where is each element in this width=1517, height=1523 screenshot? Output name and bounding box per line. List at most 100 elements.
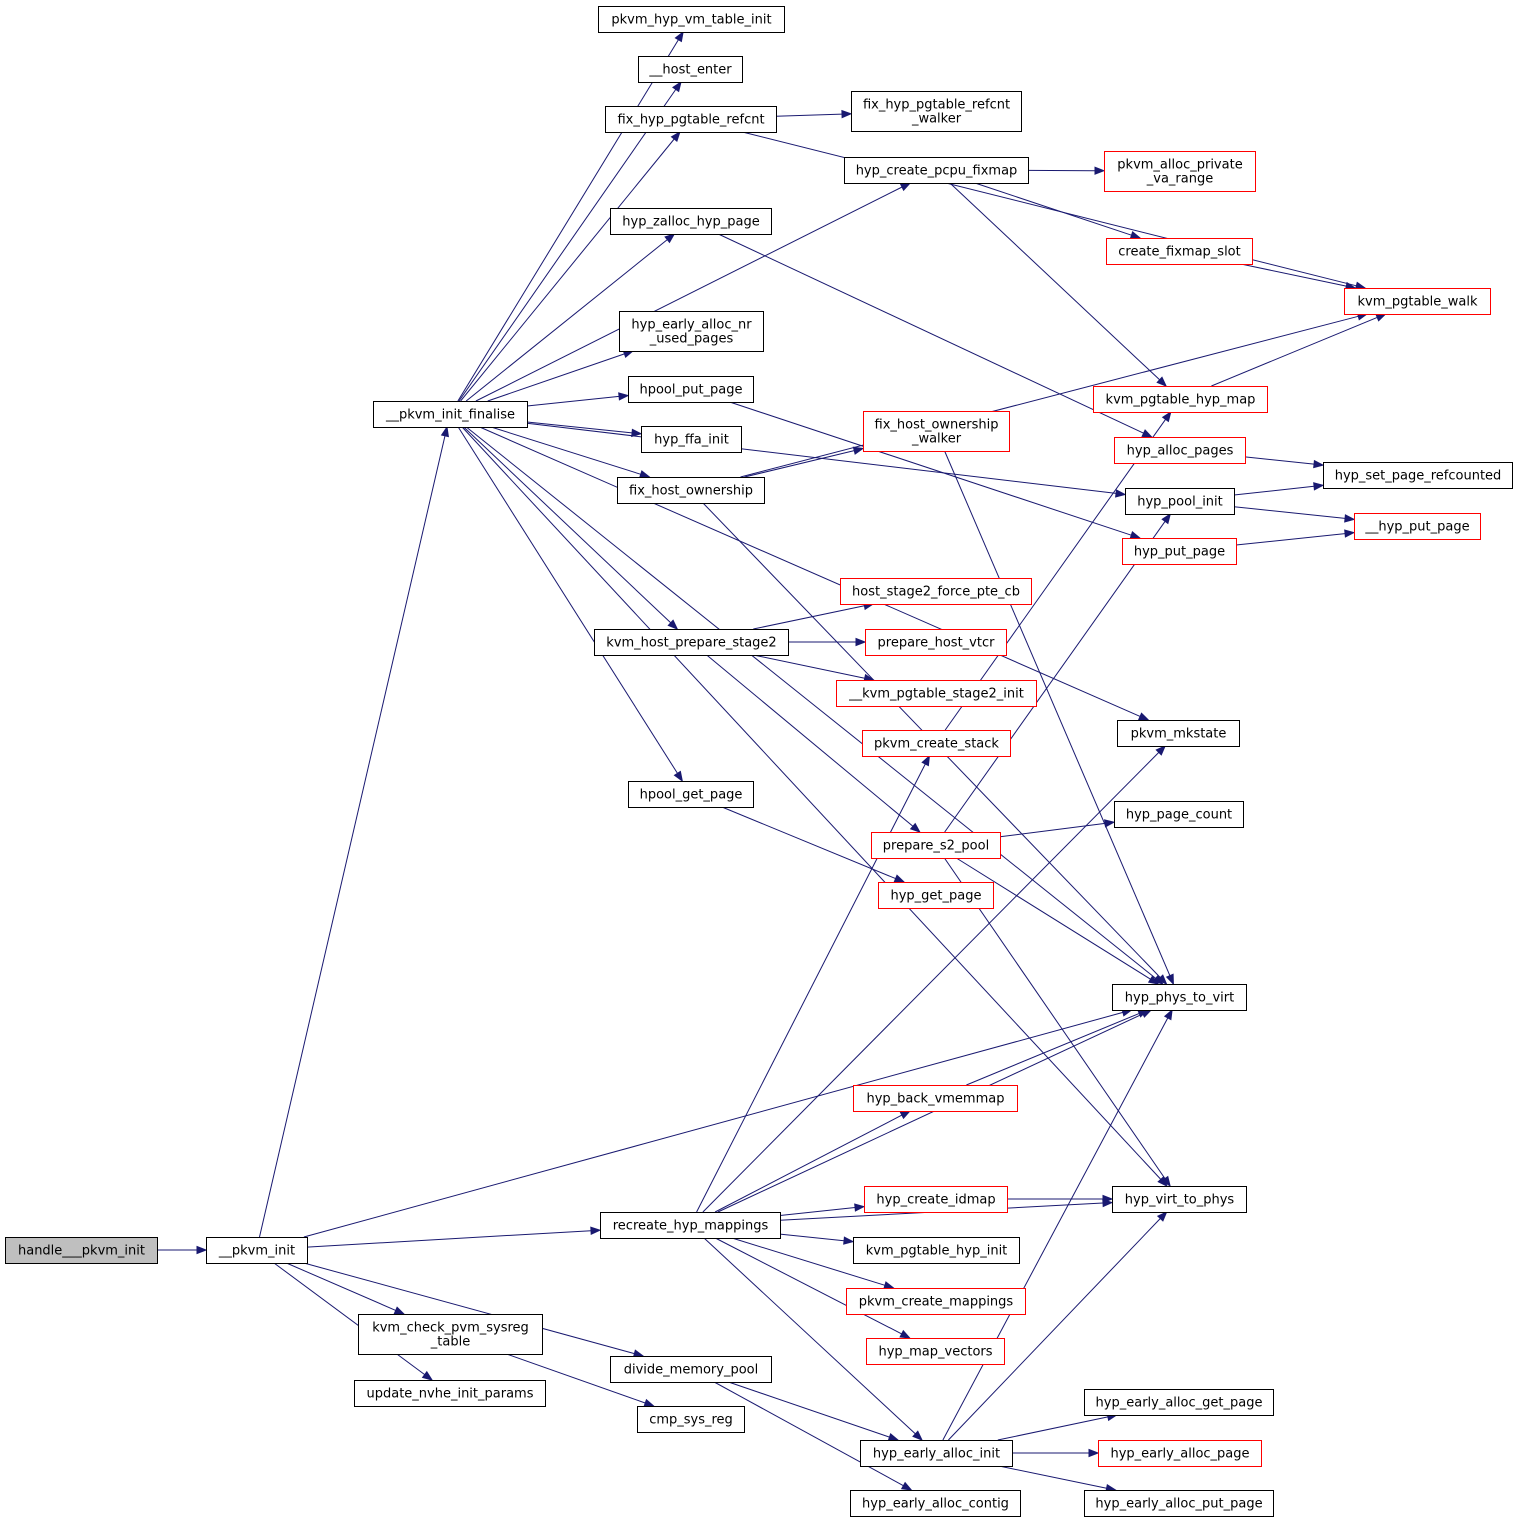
node-pkvm-init[interactable]: __pkvm_init (206, 1237, 308, 1264)
node-create-fixmap-slot[interactable]: create_fixmap_slot (1106, 238, 1253, 265)
node-box (866, 1338, 1005, 1365)
node-label: __hyp_put_page (1364, 520, 1469, 535)
node-hyp-create-pcpu-fixmap[interactable]: hyp_create_pcpu_fixmap (844, 157, 1029, 184)
node-box (836, 680, 1037, 707)
node-hyp-page-count[interactable]: hyp_page_count (1114, 801, 1244, 828)
edge-fix-host-ownership-walker-to-hyp-phys-to-virt (944, 450, 1174, 986)
edge-line (997, 1416, 1109, 1441)
edge-arrowhead (1344, 514, 1356, 523)
node-hyp-get-page[interactable]: hyp_get_page (878, 882, 994, 909)
node-label: fix_hyp_pgtable_refcnt (617, 113, 764, 128)
node-hyp-put-page[interactable]: hyp_put_page (1122, 538, 1237, 565)
node-hyp-early-alloc-put-page[interactable]: hyp_early_alloc_put_page (1084, 1490, 1274, 1517)
node-hpool-put-page[interactable]: hpool_put_page (628, 376, 754, 403)
node-kvm-check-pvm-sysreg-table[interactable]: kvm_check_pvm_sysreg_table (358, 1314, 543, 1355)
edge-hyp-zalloc-hyp-page-to-hyp-alloc-pages (718, 233, 1153, 438)
node-pkvm-alloc-private-va-range[interactable]: pkvm_alloc_private_va_range (1104, 151, 1256, 192)
node-pkvm-mkstate[interactable]: pkvm_mkstate (1117, 720, 1240, 747)
edge-prepare-s2-pool-to-hyp-virt-to-phys (943, 857, 1171, 1188)
node-hyp-alloc-pages[interactable]: hyp_alloc_pages (1114, 437, 1246, 464)
edge-line (696, 763, 926, 1213)
edge-pkvm-init-finalise-to-fix-host-ownership (490, 426, 651, 479)
node-prepare-host-vtcr[interactable]: prepare_host_vtcr (865, 629, 1007, 656)
node-box (600, 1212, 781, 1239)
edge-arrowhead (1104, 819, 1116, 828)
node-hyp-set-page-refcounted[interactable]: hyp_set_page_refcounted (1323, 462, 1513, 489)
node-hyp-phys-to-virt[interactable]: hyp_phys_to_virt (1112, 984, 1247, 1011)
node-cmp-sys-reg[interactable]: cmp_sys_reg (637, 1406, 745, 1433)
edge-arrowhead (1163, 1008, 1173, 1021)
node-label: __pkvm_init_finalise (385, 408, 515, 423)
edge-divide-memory-pool-to-hyp-early-alloc-init (728, 1381, 900, 1441)
edge-line (703, 1237, 916, 1435)
edge-line (490, 426, 641, 475)
edge-handle-pkvm-init-to-pkvm-init (157, 1245, 208, 1255)
edge-line (943, 857, 1166, 1179)
node-label: hpool_get_page (640, 788, 743, 803)
edge-arrowhead (900, 1481, 913, 1491)
node-hyp-early-alloc-init[interactable]: hyp_early_alloc_init (860, 1440, 1013, 1467)
node-label: prepare_s2_pool (883, 839, 989, 854)
node-box (206, 1237, 308, 1264)
node-kvm-pgtable-hyp-map[interactable]: kvm_pgtable_hyp_map (1093, 386, 1268, 413)
edge-arrowhead (664, 233, 676, 244)
edge-recreate-hyp-mappings-to-hyp-map-vectors (715, 1237, 911, 1339)
node-prepare-s2-pool[interactable]: prepare_s2_pool (871, 832, 1001, 859)
node-kvm-host-prepare-stage2[interactable]: kvm_host_prepare_stage2 (594, 629, 789, 656)
node-pkvm-create-stack[interactable]: pkvm_create_stack (862, 730, 1011, 757)
edge-line (303, 1011, 1124, 1238)
node-box (865, 629, 1007, 656)
node-pkvm-create-mappings[interactable]: pkvm_create_mappings (846, 1288, 1026, 1315)
node-label: prepare_host_vtcr (878, 636, 996, 651)
node-hyp-put-page[interactable]: __hyp_put_page (1354, 513, 1481, 540)
node-hyp-early-alloc-page[interactable]: hyp_early_alloc_page (1098, 1440, 1262, 1467)
node-hyp-ffa-init[interactable]: hyp_ffa_init (641, 426, 742, 453)
node-hyp-create-idmap[interactable]: hyp_create_idmap (864, 1186, 1008, 1213)
node-pkvm-hyp-vm-table-init[interactable]: pkvm_hyp_vm_table_init (598, 6, 785, 33)
node-host-enter[interactable]: __host_enter (638, 56, 743, 83)
node-kvm-pgtable-hyp-init[interactable]: kvm_pgtable_hyp_init (853, 1237, 1020, 1264)
node-hyp-early-alloc-nr-used-pages[interactable]: hyp_early_alloc_nr_used_pages (619, 311, 764, 352)
edge-line (273, 1262, 425, 1376)
node-fix-host-ownership[interactable]: fix_host_ownership (617, 477, 765, 504)
edge-line (731, 1237, 886, 1286)
node-update-nvhe-init-params[interactable]: update_nvhe_init_params (354, 1380, 546, 1407)
node-recreate-hyp-mappings[interactable]: recreate_hyp_mappings (600, 1212, 781, 1239)
edge-arrowhead (643, 1398, 655, 1407)
node-divide-memory-pool[interactable]: divide_memory_pool (610, 1356, 772, 1383)
node-fix-hyp-pgtable-refcnt-walker[interactable]: fix_hyp_pgtable_refcnt_walker (851, 91, 1022, 132)
node-hyp-back-vmemmap[interactable]: hyp_back_vmemmap (853, 1085, 1018, 1112)
node-host-stage2-force-pte-cb[interactable]: host_stage2_force_pte_cb (840, 578, 1032, 605)
edge-hyp-create-pcpu-fixmap-to-kvm-pgtable-hyp-map (949, 182, 1168, 387)
node-hyp-virt-to-phys[interactable]: hyp_virt_to_phys (1112, 1186, 1247, 1213)
node-fix-host-ownership-walker[interactable]: fix_host_ownership_walker (863, 411, 1010, 452)
node-kvm-pgtable-walk[interactable]: kvm_pgtable_walk (1344, 288, 1491, 315)
node-hyp-early-alloc-contig[interactable]: hyp_early_alloc_contig (850, 1490, 1021, 1517)
edge-arrowhead (921, 754, 931, 767)
edge-arrowhead (440, 425, 450, 438)
node-hyp-map-vectors[interactable]: hyp_map_vectors (866, 1338, 1005, 1365)
node-box (863, 411, 1010, 452)
edge-recreate-hyp-mappings-to-pkvm-create-stack (696, 754, 931, 1213)
node-handle-pkvm-init[interactable]: handle___pkvm_init (5, 1237, 158, 1264)
edge-arrowhead (899, 1110, 912, 1120)
edge-line (259, 435, 446, 1238)
node-label: handle___pkvm_init (18, 1244, 145, 1259)
node-hyp-pool-init[interactable]: hyp_pool_init (1125, 488, 1235, 515)
node-kvm-pgtable-stage2-init[interactable]: __kvm_pgtable_stage2_init (836, 680, 1037, 707)
node-hpool-get-page[interactable]: hpool_get_page (628, 781, 754, 808)
node-pkvm-init-finalise[interactable]: __pkvm_init_finalise (373, 401, 528, 428)
node-box (1104, 151, 1256, 192)
node-box (628, 376, 754, 403)
node-hyp-zalloc-hyp-page[interactable]: hyp_zalloc_hyp_page (610, 208, 772, 235)
edge-arrowhead (632, 1349, 645, 1358)
node-box (871, 832, 1001, 859)
node-hyp-early-alloc-get-page[interactable]: hyp_early_alloc_get_page (1084, 1389, 1274, 1416)
node-fix-hyp-pgtable-refcnt[interactable]: fix_hyp_pgtable_refcnt (605, 106, 777, 133)
edge-line (729, 401, 1132, 536)
edge-pkvm-init-finalise-to-kvm-host-prepare-stage2 (463, 426, 679, 630)
edge-line (753, 605, 865, 630)
edge-line (944, 521, 1166, 833)
edge-line (740, 315, 1359, 478)
node-label: create_fixmap_slot (1118, 245, 1240, 260)
